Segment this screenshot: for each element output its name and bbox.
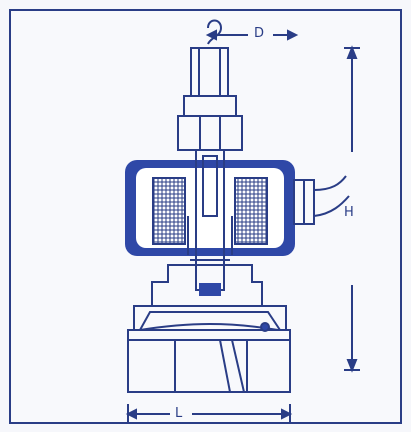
dimension-lines [125,29,360,422]
plunger-assembly [187,149,233,296]
valve-body [127,264,291,393]
dimension-label-h: H [344,205,354,220]
dimension-label-d: D [254,26,265,41]
coil-housing [125,160,295,256]
cable-gland [293,175,350,225]
dimension-label-l: L [175,406,183,421]
stem [177,19,243,151]
coil-windings [152,177,268,245]
plunger-seal [199,283,221,296]
